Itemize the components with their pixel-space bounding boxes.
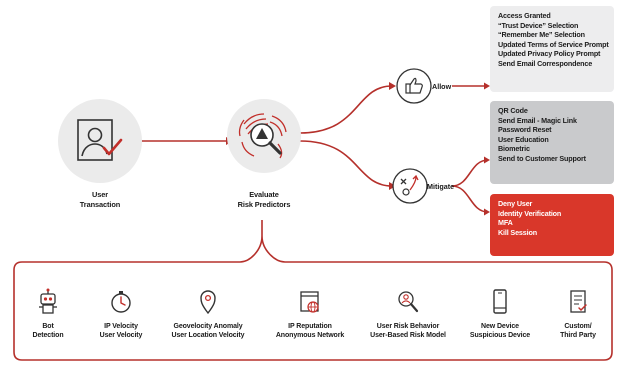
panel-item: Send to Customer Support: [498, 153, 586, 163]
location-pin-icon: [200, 290, 216, 315]
allow-actions-panel: Access Granted “Trust Device” Selection …: [490, 6, 614, 92]
panel-item: Send Email - Magic Link: [498, 115, 577, 125]
allow-node: [396, 68, 432, 104]
browser-globe-icon: [300, 291, 319, 313]
mitigate-actions-panel: QR Code Send Email - Magic Link Password…: [490, 101, 614, 184]
predictor-custom: Custom/Third Party: [548, 288, 608, 340]
deny-actions-panel: Deny User Identity Verification MFA Kill…: [490, 194, 614, 256]
mobile-device-icon: [493, 289, 507, 314]
panel-item: Identity Verification: [498, 208, 562, 218]
panel-item: Send Email Correspondence: [498, 58, 593, 68]
risk-radar-icon: [227, 99, 301, 173]
robot-icon: [39, 288, 57, 314]
mitigate-node: [392, 168, 428, 204]
stopwatch-icon: [111, 291, 131, 313]
user-search-icon: [398, 291, 419, 313]
user-transaction-node: [57, 98, 143, 184]
panel-item: Access Granted: [498, 11, 551, 20]
panel-item: “Remember Me” Selection: [498, 30, 585, 40]
checklist-icon: [570, 290, 587, 313]
panel-item: Kill Session: [498, 227, 537, 237]
panel-item: Biometric: [498, 144, 530, 154]
panel-item: Password Reset: [498, 125, 552, 135]
mitigate-label: Mitigate: [427, 182, 455, 191]
evaluate-risk-node: [226, 98, 302, 174]
panel-item: “Trust Device” Selection: [498, 20, 579, 30]
user-card-icon: [58, 99, 142, 183]
panel-item: MFA: [498, 218, 513, 228]
panel-item: User Education: [498, 134, 549, 144]
allow-label: Allow: [432, 82, 452, 91]
panel-item: Updated Privacy Policy Prompt: [498, 49, 601, 59]
thumbs-up-icon: [396, 68, 432, 104]
panel-item: QR Code: [498, 106, 528, 115]
panel-item: Deny User: [498, 199, 533, 208]
panel-item: Updated Terms of Service Prompt: [498, 39, 609, 49]
strategy-play-icon: [392, 168, 428, 204]
